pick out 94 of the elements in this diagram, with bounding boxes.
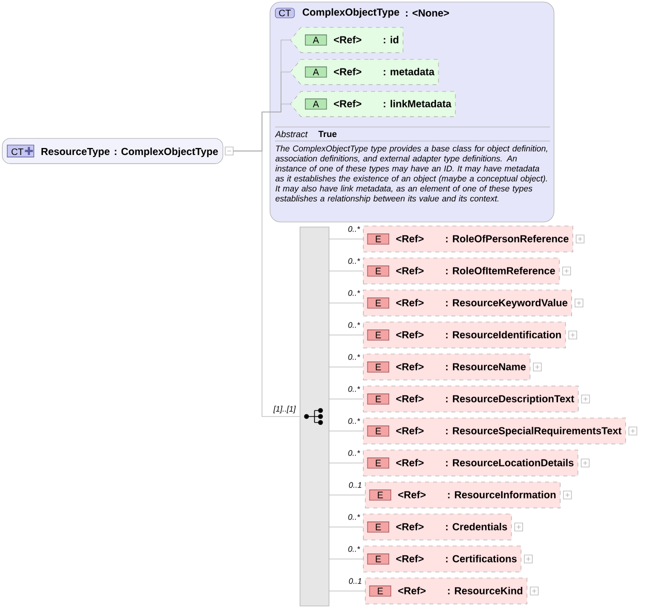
element-box <box>363 290 572 316</box>
attribute-badge: A <box>304 66 328 78</box>
element-name: : Credentials <box>446 522 508 530</box>
connector-line <box>329 270 364 272</box>
element-name: : ResourceKind <box>448 586 522 594</box>
connector-line <box>329 558 364 560</box>
type-badge: CT <box>6 144 34 158</box>
element-name: : ResourceIdentification <box>446 330 561 338</box>
attribute-name: : linkMetadata <box>384 100 452 108</box>
connector-line <box>329 494 366 496</box>
connector-line <box>329 430 364 432</box>
element-box <box>363 322 566 348</box>
connector-line <box>329 334 364 336</box>
multiplicity-label: 0..* <box>347 545 361 553</box>
ref-label: <Ref> <box>334 100 362 108</box>
multiplicity-label: 0..* <box>347 417 361 425</box>
element-name: : ResourceKeywordValue <box>446 298 568 308</box>
element-name: : ResourceSpecialRequirementsText <box>446 426 622 436</box>
description-text: The ComplexObjectType type provides a base class for object definition, association definitions, and external adapter type definitions. An instance of one of these types may have an ID. It may have metadata as it establishes the existence of an object (maybe a conceptual object). It may also have link metadata, as an element of one of these types establishes a relationship between its value and its context. <box>275 145 548 204</box>
multiplicity-label: 0..* <box>347 353 361 361</box>
element-name: : ResourceLocationDetails <box>446 458 574 466</box>
ref-label: <Ref> <box>398 490 426 498</box>
element-name: : RoleOfItemReference <box>446 266 555 274</box>
element-box <box>363 226 574 252</box>
ref-label: <Ref> <box>396 394 424 402</box>
ref-label: <Ref> <box>396 426 424 434</box>
element-box <box>363 514 512 540</box>
element-name: : ResourceDescriptionText <box>446 394 574 404</box>
element-badge: E <box>366 234 390 244</box>
element-name: : ResourceInformation <box>448 490 556 498</box>
connector-line <box>329 238 364 240</box>
element-badge: E <box>366 394 390 404</box>
attribute-badge: A <box>304 34 328 46</box>
element-badge: E <box>366 458 390 468</box>
element-badge: E <box>366 330 390 340</box>
attribute-tag <box>290 91 456 117</box>
attribute-badge: A <box>304 98 328 110</box>
attribute-tag <box>290 27 404 53</box>
element-badge: E <box>366 362 390 372</box>
connector-line <box>329 398 364 400</box>
element-badge: E <box>366 426 390 436</box>
ref-label: <Ref> <box>396 522 424 530</box>
element-box <box>365 482 560 508</box>
element-badge: E <box>366 266 390 276</box>
multiplicity-label: 0..* <box>347 449 361 457</box>
multiplicity-label: 0..* <box>347 321 361 329</box>
element-box <box>363 258 560 284</box>
ref-label: <Ref> <box>334 68 362 76</box>
element-name: : RoleOfPersonReference <box>446 234 568 242</box>
ref-label: <Ref> <box>398 586 426 594</box>
element-box <box>363 354 530 380</box>
multiplicity-label: 0..1 <box>348 577 363 585</box>
element-box <box>363 386 579 412</box>
connector-line <box>329 462 364 464</box>
connector-line <box>329 590 366 592</box>
connector-line <box>329 302 364 304</box>
connector-line <box>329 526 364 528</box>
attribute-tag <box>290 59 439 85</box>
type-name: ResourceType <box>41 148 110 158</box>
element-badge: E <box>366 522 390 532</box>
ref-label: <Ref> <box>396 266 424 274</box>
element-name: : Certifications <box>446 554 517 562</box>
element-badge: E <box>368 586 392 596</box>
ref-label: <Ref> <box>396 554 424 562</box>
ref-label: <Ref> <box>396 362 424 370</box>
ref-label: <Ref> <box>396 458 424 466</box>
multiplicity-label: 0..1 <box>348 481 363 489</box>
multiplicity-label: [1]..[1] <box>272 404 296 414</box>
element-box <box>363 418 626 444</box>
element-name: : ResourceName <box>446 363 526 370</box>
type-name: ComplexObjectType <box>302 8 400 18</box>
connector-line <box>329 366 364 368</box>
ref-label: <Ref> <box>396 234 424 242</box>
element-badge: E <box>366 298 390 308</box>
element-badge: E <box>366 554 390 564</box>
element-badge: E <box>368 490 392 500</box>
base-type-label: : ComplexObjectType <box>114 148 218 158</box>
multiplicity-label: 0..* <box>347 289 361 297</box>
element-box <box>365 578 528 604</box>
multiplicity-label: 0..* <box>347 225 361 233</box>
element-box <box>363 546 522 572</box>
multiplicity-label: 0..* <box>347 513 361 521</box>
property-value: True <box>318 130 337 138</box>
property-name: Abstract <box>274 130 308 138</box>
multiplicity-label: 0..* <box>347 257 361 265</box>
type-badge: CT <box>275 8 295 18</box>
attribute-name: : metadata <box>384 68 435 76</box>
attribute-name: : id <box>384 36 398 44</box>
base-type-label: : <None> <box>406 9 449 17</box>
multiplicity-label: 0..* <box>347 385 361 393</box>
ref-label: <Ref> <box>396 298 424 306</box>
ref-label: <Ref> <box>396 330 424 338</box>
element-box <box>363 450 578 476</box>
ref-label: <Ref> <box>334 36 362 44</box>
